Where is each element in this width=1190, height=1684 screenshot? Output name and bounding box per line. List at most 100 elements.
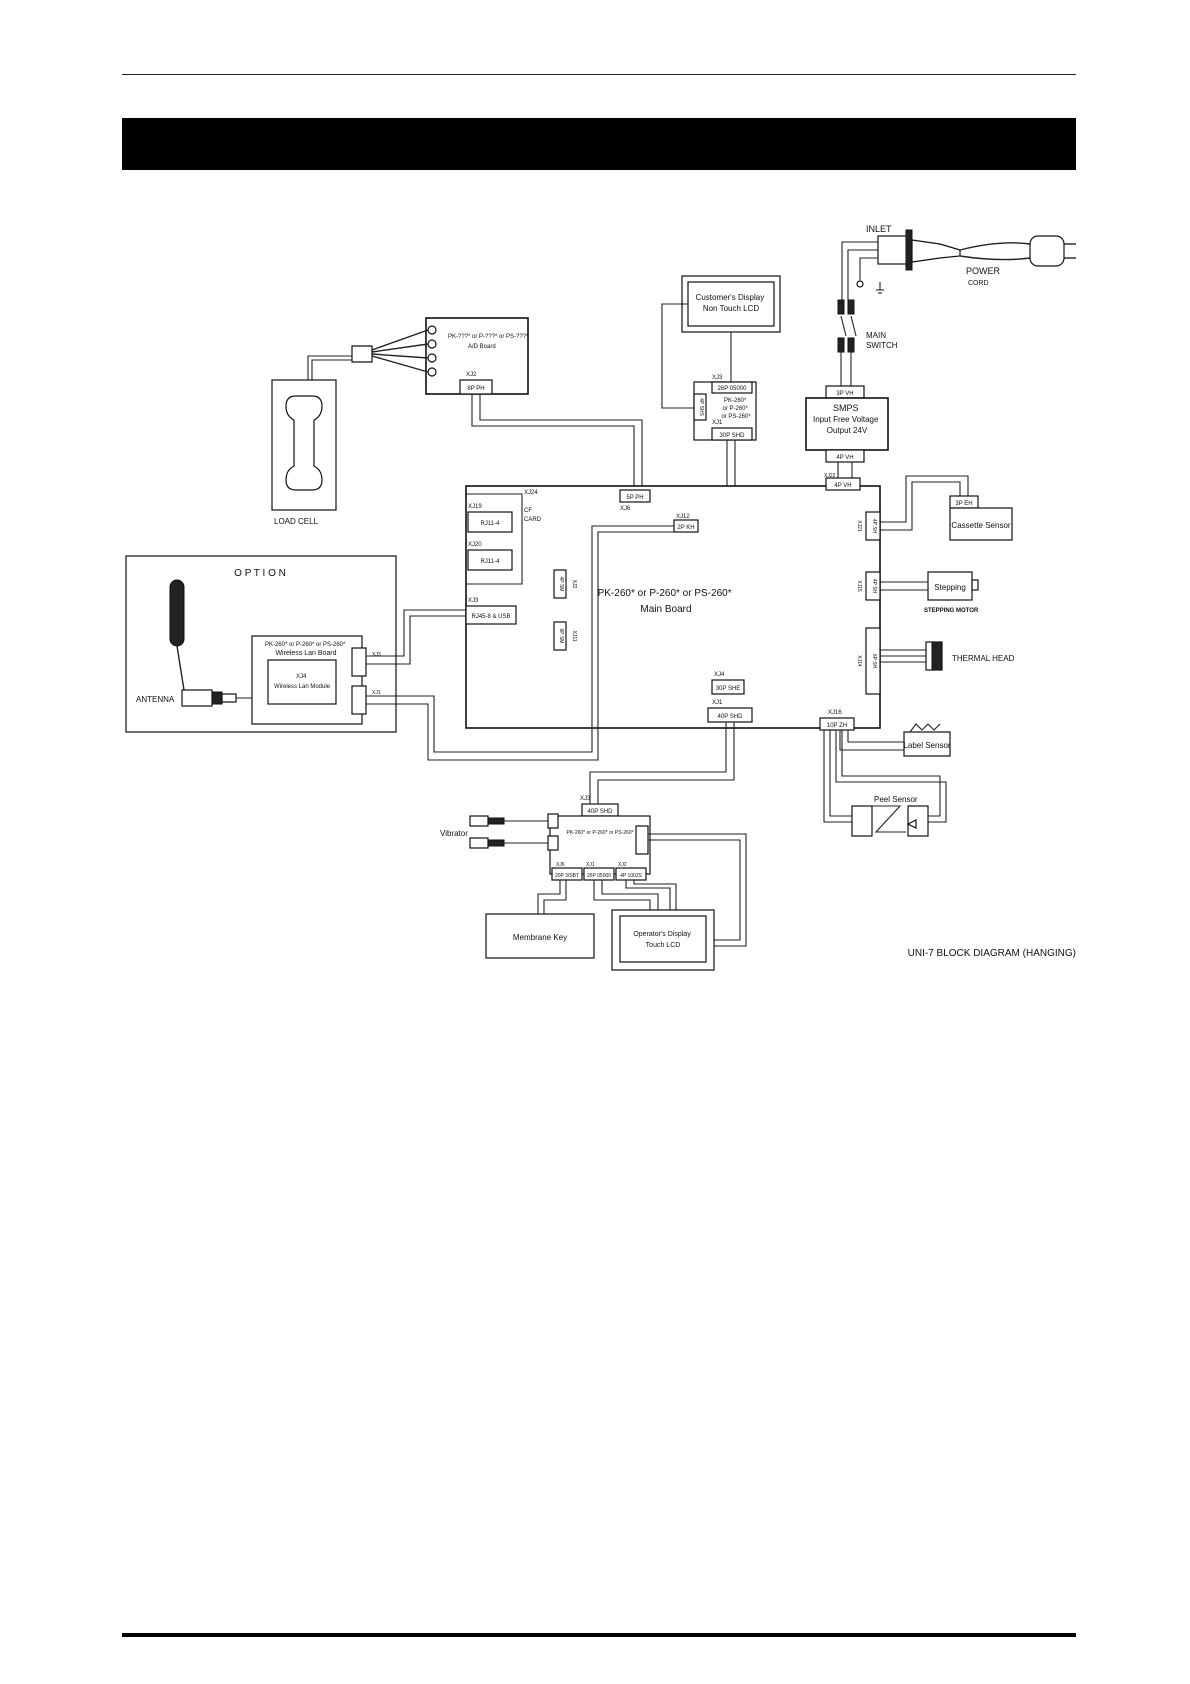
svg-text:30P SHD: 30P SHD bbox=[720, 433, 746, 439]
xj11-6p-sm-connector bbox=[553, 621, 567, 651]
smps-box bbox=[805, 397, 889, 451]
svg-text:XJ21: XJ21 bbox=[856, 520, 862, 532]
xj2-4p-sm-connector bbox=[553, 569, 567, 599]
svg-text:XJ24: XJ24 bbox=[524, 490, 538, 496]
membrane-key-box bbox=[485, 913, 595, 959]
svg-text:4P SHS: 4P SHS bbox=[698, 398, 704, 416]
main-board-label: PK-260* or P-260* or PS-260* Main Board bbox=[598, 588, 735, 615]
svg-text:XJ6: XJ6 bbox=[620, 506, 631, 512]
main-switch-label: MAIN SWITCH bbox=[866, 331, 898, 350]
rj11-b-connector bbox=[467, 549, 513, 571]
svg-text:RJ11-4: RJ11-4 bbox=[481, 521, 501, 527]
svg-text:XJ22: XJ22 bbox=[824, 473, 836, 479]
svg-text:XJ3: XJ3 bbox=[468, 598, 479, 604]
svg-text:XJ12: XJ12 bbox=[676, 514, 690, 520]
peel-sensor-receiver bbox=[907, 805, 929, 837]
svg-text:10P ZH: 10P ZH bbox=[827, 723, 847, 729]
ground-terminal bbox=[856, 280, 864, 288]
main-40p-shd-connector bbox=[707, 707, 753, 723]
op-20p-connector bbox=[551, 867, 583, 881]
svg-text:XJ2: XJ2 bbox=[571, 580, 577, 589]
op-4p-connector bbox=[615, 867, 647, 881]
svg-text:XJ19: XJ19 bbox=[468, 504, 482, 510]
inlet-connector bbox=[877, 235, 909, 265]
vibrator-a bbox=[469, 815, 489, 827]
svg-text:RJ45-8 & USB: RJ45-8 & USB bbox=[471, 614, 510, 620]
cassette-sensor-label: Cassette Sensor bbox=[951, 521, 1010, 530]
power-inlet-group: INLET POWER CORD MAIN SWITCH bbox=[837, 224, 1076, 386]
svg-text:2P KH: 2P KH bbox=[677, 525, 694, 531]
svg-text:26P 05000: 26P 05000 bbox=[587, 873, 611, 879]
cf-card-label: CF CARD bbox=[524, 508, 542, 523]
svg-text:XJ1: XJ1 bbox=[712, 420, 723, 426]
svg-text:3P EH: 3P EH bbox=[955, 501, 972, 507]
stepping-motor-label: STEPPING MOTOR bbox=[924, 608, 979, 614]
svg-text:XJ6: XJ6 bbox=[556, 862, 565, 868]
switch-contact-a bbox=[837, 299, 845, 315]
antenna-label: ANTENNA bbox=[136, 695, 175, 704]
svg-text:40P SHD: 40P SHD bbox=[718, 714, 744, 720]
option-group: O P T I O N ANTENNA PK-260* or P-260* or… bbox=[125, 525, 674, 761]
stepping-motor-box bbox=[927, 571, 973, 601]
wlan-board-label: PK-260* or P-260* or PS-260* Wireless La… bbox=[265, 642, 347, 657]
svg-text:4P VH: 4P VH bbox=[834, 483, 851, 489]
membrane-key-label: Membrane Key bbox=[513, 933, 567, 942]
vibrator-b bbox=[469, 837, 489, 849]
cassette-sensor-box bbox=[949, 507, 1013, 541]
wlan-xj1-connector bbox=[351, 685, 367, 715]
xj14-connector bbox=[865, 627, 881, 695]
ad-board-group: PK-???* or P-???* or PS-???* A/D Board X… bbox=[271, 317, 643, 526]
svg-text:4P SH: 4P SH bbox=[871, 579, 877, 594]
svg-text:20P 3/SBT: 20P 3/SBT bbox=[555, 873, 579, 879]
svg-text:40P SHD: 40P SHD bbox=[588, 809, 614, 815]
bottom-rule bbox=[122, 1633, 1076, 1637]
svg-text:XJ1: XJ1 bbox=[586, 862, 595, 868]
wlan-module bbox=[267, 659, 337, 705]
power-plug-body bbox=[911, 239, 961, 263]
main-5p-connector bbox=[619, 489, 651, 503]
thermal-head-label: THERMAL HEAD bbox=[952, 654, 1015, 663]
peel-sensor-emitter bbox=[851, 805, 873, 837]
main-10p-zh-connector bbox=[819, 717, 855, 731]
right-peripherals-group: 3P EH Cassette Sensor Stepping STEPPING … bbox=[823, 475, 1015, 837]
operators-display-label: Operator's Display Touch LCD bbox=[633, 931, 692, 949]
main-30p-she-connector bbox=[711, 679, 745, 695]
peel-sensor-label: Peel Sensor bbox=[874, 795, 918, 804]
svg-text:4P 1002S: 4P 1002S bbox=[620, 873, 643, 879]
svg-text:XJ3: XJ3 bbox=[372, 652, 381, 658]
load-cell-label: LOAD CELL bbox=[274, 517, 319, 526]
customers-display-screen bbox=[687, 281, 775, 327]
wlan-module-label: XJ4 Wireless Lan Module bbox=[274, 674, 331, 690]
ad-8p-connector bbox=[459, 379, 493, 395]
option-label: O P T I O N bbox=[234, 568, 286, 579]
svg-text:3P VH: 3P VH bbox=[836, 391, 853, 397]
antenna-connector bbox=[181, 689, 213, 707]
svg-text:XJ14: XJ14 bbox=[856, 655, 862, 667]
top-rule bbox=[122, 74, 1076, 75]
power-cord-label: POWER CORD bbox=[966, 266, 1003, 287]
xj15-connector bbox=[865, 571, 881, 601]
svg-text:XJ2: XJ2 bbox=[618, 862, 627, 868]
svg-text:6P SH: 6P SH bbox=[871, 654, 877, 669]
vibrator-label: Vibrator bbox=[440, 829, 468, 838]
svg-text:XJ4: XJ4 bbox=[714, 672, 725, 678]
main-4p-vh-connector bbox=[825, 477, 861, 491]
pk-small-side-connector bbox=[693, 393, 707, 421]
operator-board-label: PK-260* or P-260* or PS-260* bbox=[567, 830, 634, 836]
load-cell-shape bbox=[285, 395, 323, 491]
op-26p-connector bbox=[583, 867, 615, 881]
svg-text:XJ1: XJ1 bbox=[372, 690, 381, 696]
main-board-group: XJ6 5P PH XJ22 4P VH XJ24 CF CARD XJ19 R… bbox=[465, 462, 881, 731]
svg-text:4P VH: 4P VH bbox=[836, 455, 853, 461]
main-switch bbox=[840, 315, 847, 337]
customers-display-label: Customer's Display Non Touch LCD bbox=[696, 293, 767, 313]
operator-group: XJ3 40P SHD PK-260* or P-260* or PS-260*… bbox=[440, 722, 747, 971]
svg-text:8P PH: 8P PH bbox=[467, 386, 484, 392]
pk-small-30p-connector bbox=[711, 427, 753, 441]
svg-text:30P SHE: 30P SHE bbox=[716, 686, 741, 692]
diagram-caption: UNI-7 BLOCK DIAGRAM (HANGING) bbox=[908, 948, 1076, 959]
smps-label: SMPS Input Free Voltage Output 24V bbox=[813, 403, 881, 435]
inlet-label: INLET bbox=[866, 224, 892, 234]
label-sensor-box bbox=[903, 731, 951, 757]
